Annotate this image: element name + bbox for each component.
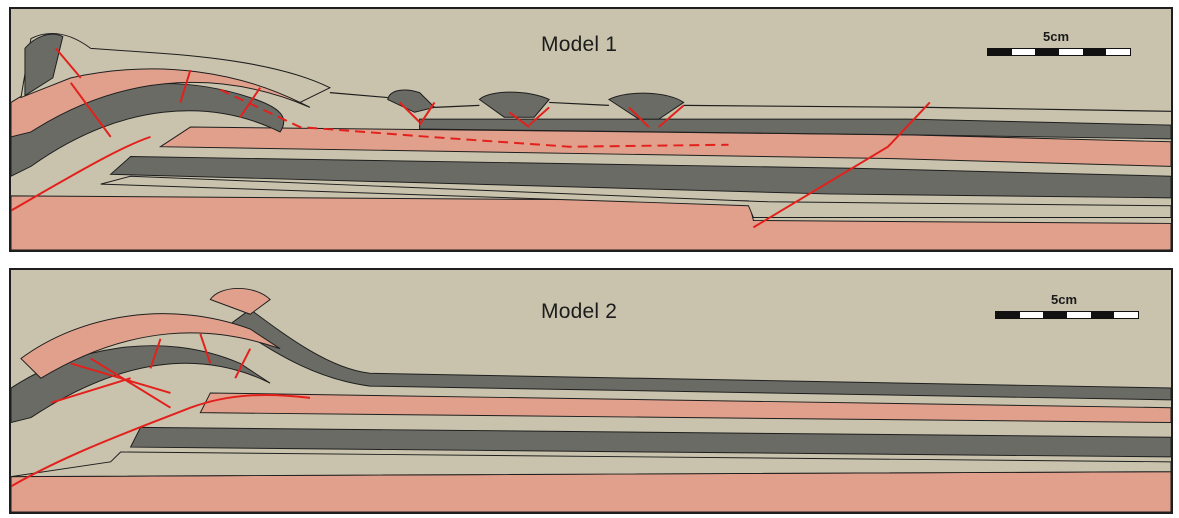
basal-pink-layer: [11, 472, 1171, 512]
model-2-scale-label: 5cm: [1051, 292, 1077, 307]
upper-grey-layer: [230, 309, 1171, 400]
fold-crest-pink: [210, 288, 270, 314]
popup-structure-1: [388, 90, 435, 112]
surface-line: [330, 93, 1171, 112]
scale-bar-graphic: [987, 48, 1131, 56]
popup-structure-2: [479, 92, 549, 117]
model-1-scale-label: 5cm: [1043, 29, 1069, 44]
scale-bar-graphic: [995, 311, 1139, 319]
model-1-panel: Model 1 5cm: [9, 7, 1173, 252]
model-2-panel: Model 2 5cm: [9, 268, 1173, 514]
model-1-label: Model 1: [541, 33, 617, 57]
lower-grey-layer: [111, 157, 1171, 198]
lower-grey-layer: [131, 427, 1171, 457]
model-2-label: Model 2: [541, 300, 617, 324]
